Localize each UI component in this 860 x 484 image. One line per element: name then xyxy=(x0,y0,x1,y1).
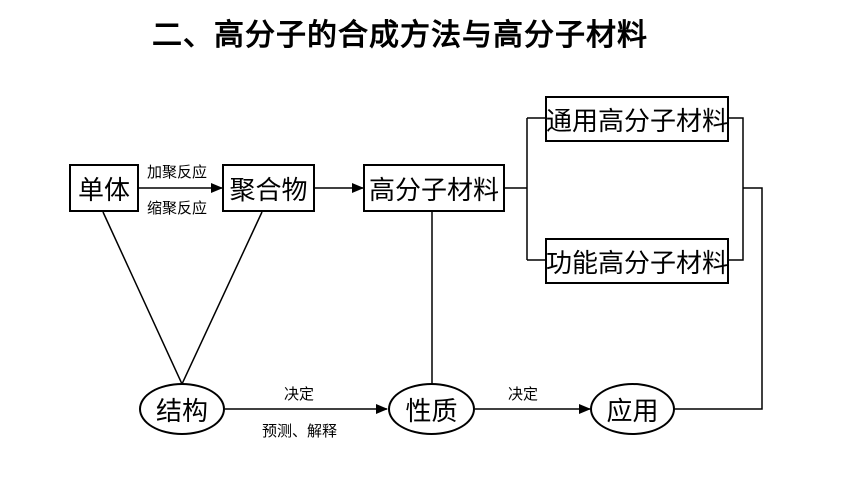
edge-label-condensation: 缩聚反应 xyxy=(147,199,208,217)
node-property-label: 性质 xyxy=(405,396,458,427)
node-polymer-label: 聚合物 xyxy=(229,175,308,206)
node-polymer: 聚合物 xyxy=(222,164,315,212)
node-functional-material-label: 功能高分子材料 xyxy=(546,248,729,279)
bracket-left xyxy=(505,117,545,261)
line-monomer-to-structure xyxy=(102,211,183,385)
edge-label-property-determines: 决定 xyxy=(508,385,539,403)
edge-label-predict-explain: 预测、解释 xyxy=(262,422,338,440)
bracket-right xyxy=(674,117,763,410)
node-application-label: 应用 xyxy=(606,396,659,427)
node-polymer-material-label: 高分子材料 xyxy=(368,175,499,206)
node-polymer-material: 高分子材料 xyxy=(363,164,505,212)
node-structure-label: 结构 xyxy=(155,396,208,427)
node-monomer: 单体 xyxy=(69,164,139,212)
node-general-material: 通用高分子材料 xyxy=(545,96,729,142)
edge-label-structure-determines: 决定 xyxy=(284,385,315,403)
node-structure: 结构 xyxy=(139,383,225,435)
edge-label-addition: 加聚反应 xyxy=(147,163,208,181)
node-general-material-label: 通用高分子材料 xyxy=(546,106,729,137)
node-functional-material: 功能高分子材料 xyxy=(545,238,729,284)
node-application: 应用 xyxy=(590,383,675,435)
page-title: 二、高分子的合成方法与高分子材料 xyxy=(152,18,648,53)
node-property: 性质 xyxy=(388,383,475,435)
node-monomer-label: 单体 xyxy=(77,175,130,206)
line-polymer-to-structure xyxy=(181,211,263,385)
